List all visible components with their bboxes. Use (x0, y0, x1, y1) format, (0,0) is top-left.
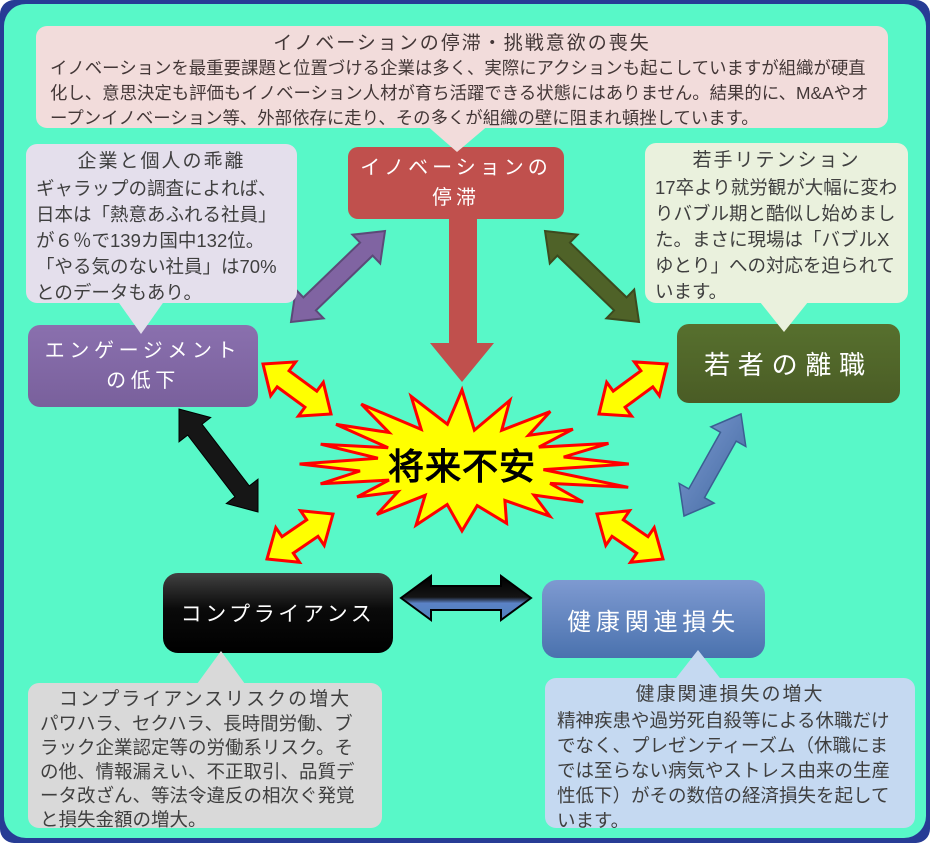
callout-title: 企業と個人の乖離 (77, 151, 246, 172)
node-health-loss: 健康関連損失 (542, 580, 765, 658)
node-engagement-decline: エンゲージメントの低下 (28, 325, 258, 407)
callout-body: ギャラップの調査によれば、日本は「熱意あふれる社員」が６％で139カ国中132位… (36, 178, 277, 303)
callout-title: 若手リテンション (692, 150, 861, 171)
callout-engagement-gap: 企業と個人の乖離 ギャラップの調査によれば、日本は「熱意あふれる社員」が６％で1… (26, 144, 297, 303)
node-label: イノベーションの停滞 (360, 157, 552, 209)
callout-body: 精神疾患や過労死自殺等による休職だけでなく、プレゼンティーズム（休職にまでは至ら… (557, 710, 891, 831)
callout-title: コンプライアンスリスクの増大 (58, 689, 352, 710)
callout-body: イノベーションを最重要課題と位置づける企業は多く、実際にアクションも起こしていま… (50, 58, 869, 128)
node-compliance: コンプライアンス (163, 573, 393, 653)
callout-title: 健康関連損失の増大 (635, 684, 825, 705)
callout-body: パワハラ、セクハラ、長時間労働、ブラック企業認定等の労働系リスク。その他、情報漏… (40, 713, 355, 830)
node-youth-turnover: 若者の離職 (677, 324, 900, 403)
callout-innovation-stagnation: イノベーションの停滞・挑戦意欲の喪失 イノベーションを最重要課題と位置づける企業… (36, 26, 888, 128)
callout-title: イノベーションの停滞・挑戦意欲の喪失 (273, 33, 651, 54)
callout-body: 17卒より就労観が大幅に変わりバブル期と酷似し始めました。まさに現場は「バブルX… (655, 177, 898, 302)
node-label: コンプライアンス (180, 603, 376, 626)
node-label: 若者の離職 (703, 350, 873, 380)
starburst-label: 将来不安 (387, 446, 536, 487)
node-label: 健康関連損失 (567, 608, 740, 636)
node-innovation-stagnation: イノベーションの停滞 (348, 147, 564, 219)
callout-young-retention: 若手リテンション 17卒より就労観が大幅に変わりバブル期と酷似し始めました。まさ… (645, 143, 908, 303)
callout-health-loss: 健康関連損失の増大 精神疾患や過労死自殺等による休職だけでなく、プレゼンティーズ… (545, 678, 915, 831)
node-label: エンゲージメントの低下 (44, 340, 242, 392)
callout-compliance-risk: コンプライアンスリスクの増大 パワハラ、セクハラ、長時間労働、ブラック企業認定等… (28, 683, 382, 830)
